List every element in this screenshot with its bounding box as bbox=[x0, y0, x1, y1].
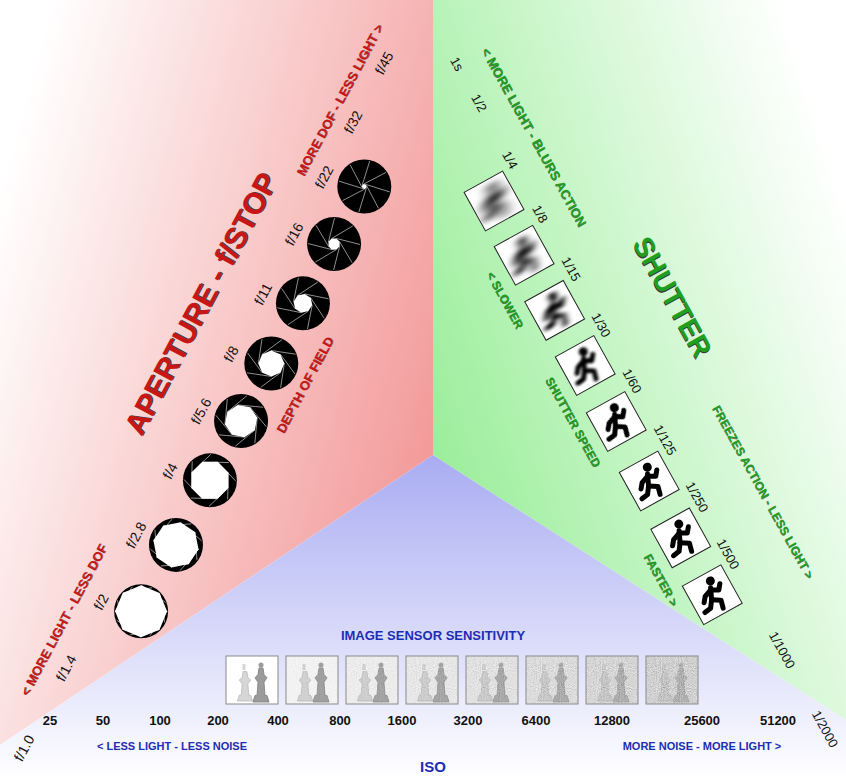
motion-thumbnail bbox=[494, 225, 554, 285]
direction-note: MORE DOF - LESS LIGHT > bbox=[294, 22, 385, 178]
iso-thumbnails bbox=[226, 656, 698, 704]
f-stop-value: f/2 bbox=[91, 591, 111, 611]
iso-value: 6400 bbox=[522, 714, 551, 727]
aperture-icons bbox=[114, 160, 391, 639]
f-stop-value: f/1.0 bbox=[12, 732, 37, 763]
region-fill bbox=[0, 455, 846, 779]
aperture-icon bbox=[149, 518, 203, 572]
f-stop-value: f/2.8 bbox=[123, 520, 148, 551]
shutter-speed-value: 1/2000 bbox=[810, 708, 841, 749]
f-stop-value: f/11 bbox=[251, 280, 274, 306]
motion-thumbnail bbox=[586, 392, 646, 452]
motion-thumbnail bbox=[619, 451, 679, 511]
motion-thumbnail bbox=[651, 508, 711, 568]
iso-value: 25600 bbox=[684, 714, 720, 727]
iso-value: 12800 bbox=[594, 714, 630, 727]
aperture-icon bbox=[307, 217, 361, 271]
region-title: SHUTTER bbox=[628, 232, 717, 361]
shutter-speed-value: 1s bbox=[448, 55, 466, 73]
shutter-speed-value: 1/1000 bbox=[766, 629, 797, 670]
f-stop-value: f/45 bbox=[372, 50, 395, 77]
direction-note: < LESS LIGHT - LESS NOISE bbox=[97, 741, 247, 752]
motion-thumbnail bbox=[525, 280, 585, 340]
iso-value: 1600 bbox=[388, 714, 417, 727]
f-stop-value: f/8 bbox=[221, 344, 241, 364]
iso-value: 51200 bbox=[760, 714, 796, 727]
noise-thumbnail bbox=[586, 656, 638, 704]
iso-value: 3200 bbox=[454, 714, 483, 727]
noise-thumbnail bbox=[526, 656, 578, 704]
aperture-icon bbox=[114, 584, 168, 638]
f-stop-value: f/4 bbox=[160, 460, 180, 480]
motion-thumbnail bbox=[682, 565, 742, 625]
noise-thumbnail bbox=[346, 656, 398, 704]
iso-value: 25 bbox=[43, 714, 57, 727]
region-fill bbox=[433, 0, 846, 720]
noise-thumbnail bbox=[226, 656, 278, 704]
noise-thumbnail bbox=[466, 656, 518, 704]
aperture-icon bbox=[337, 160, 391, 214]
region-fill bbox=[0, 0, 433, 745]
iso-value: 100 bbox=[149, 714, 171, 727]
direction-note: MORE NOISE - MORE LIGHT > bbox=[623, 741, 782, 752]
iso-value: 50 bbox=[96, 714, 110, 727]
region-title: ISO bbox=[420, 759, 446, 774]
f-stop-value: f/1.4 bbox=[54, 653, 79, 684]
shutter-speed-value: 1/8 bbox=[530, 203, 550, 225]
f-stop-value: f/22 bbox=[313, 163, 336, 190]
shutter-thumbnails bbox=[464, 171, 742, 625]
aperture-icon bbox=[244, 337, 298, 391]
f-stop-value: f/5.6 bbox=[188, 396, 213, 427]
noise-thumbnail bbox=[286, 656, 338, 704]
iso-value: 800 bbox=[329, 714, 351, 727]
shutter-speed-value: 1/60 bbox=[621, 366, 645, 394]
aperture-icon bbox=[214, 394, 268, 448]
shutter-speed-value: 1/15 bbox=[559, 255, 583, 283]
aperture-icon bbox=[276, 276, 330, 330]
f-stop-value: f/32 bbox=[341, 108, 364, 135]
iso-value: 200 bbox=[207, 714, 229, 727]
shutter-speed-value: 1/30 bbox=[590, 310, 614, 338]
f-stop-value: f/16 bbox=[282, 221, 305, 248]
iso-value: 400 bbox=[267, 714, 289, 727]
shutter-speed-value: 1/2 bbox=[469, 92, 489, 114]
motion-thumbnail bbox=[464, 171, 524, 231]
noise-thumbnail bbox=[646, 656, 698, 704]
shutter-speed-value: 1/4 bbox=[500, 149, 520, 171]
noise-thumbnail bbox=[406, 656, 458, 704]
motion-thumbnail bbox=[555, 336, 615, 396]
axis-caption: IMAGE SENSOR SENSITIVITY bbox=[341, 629, 525, 642]
aperture-icon bbox=[183, 453, 237, 507]
